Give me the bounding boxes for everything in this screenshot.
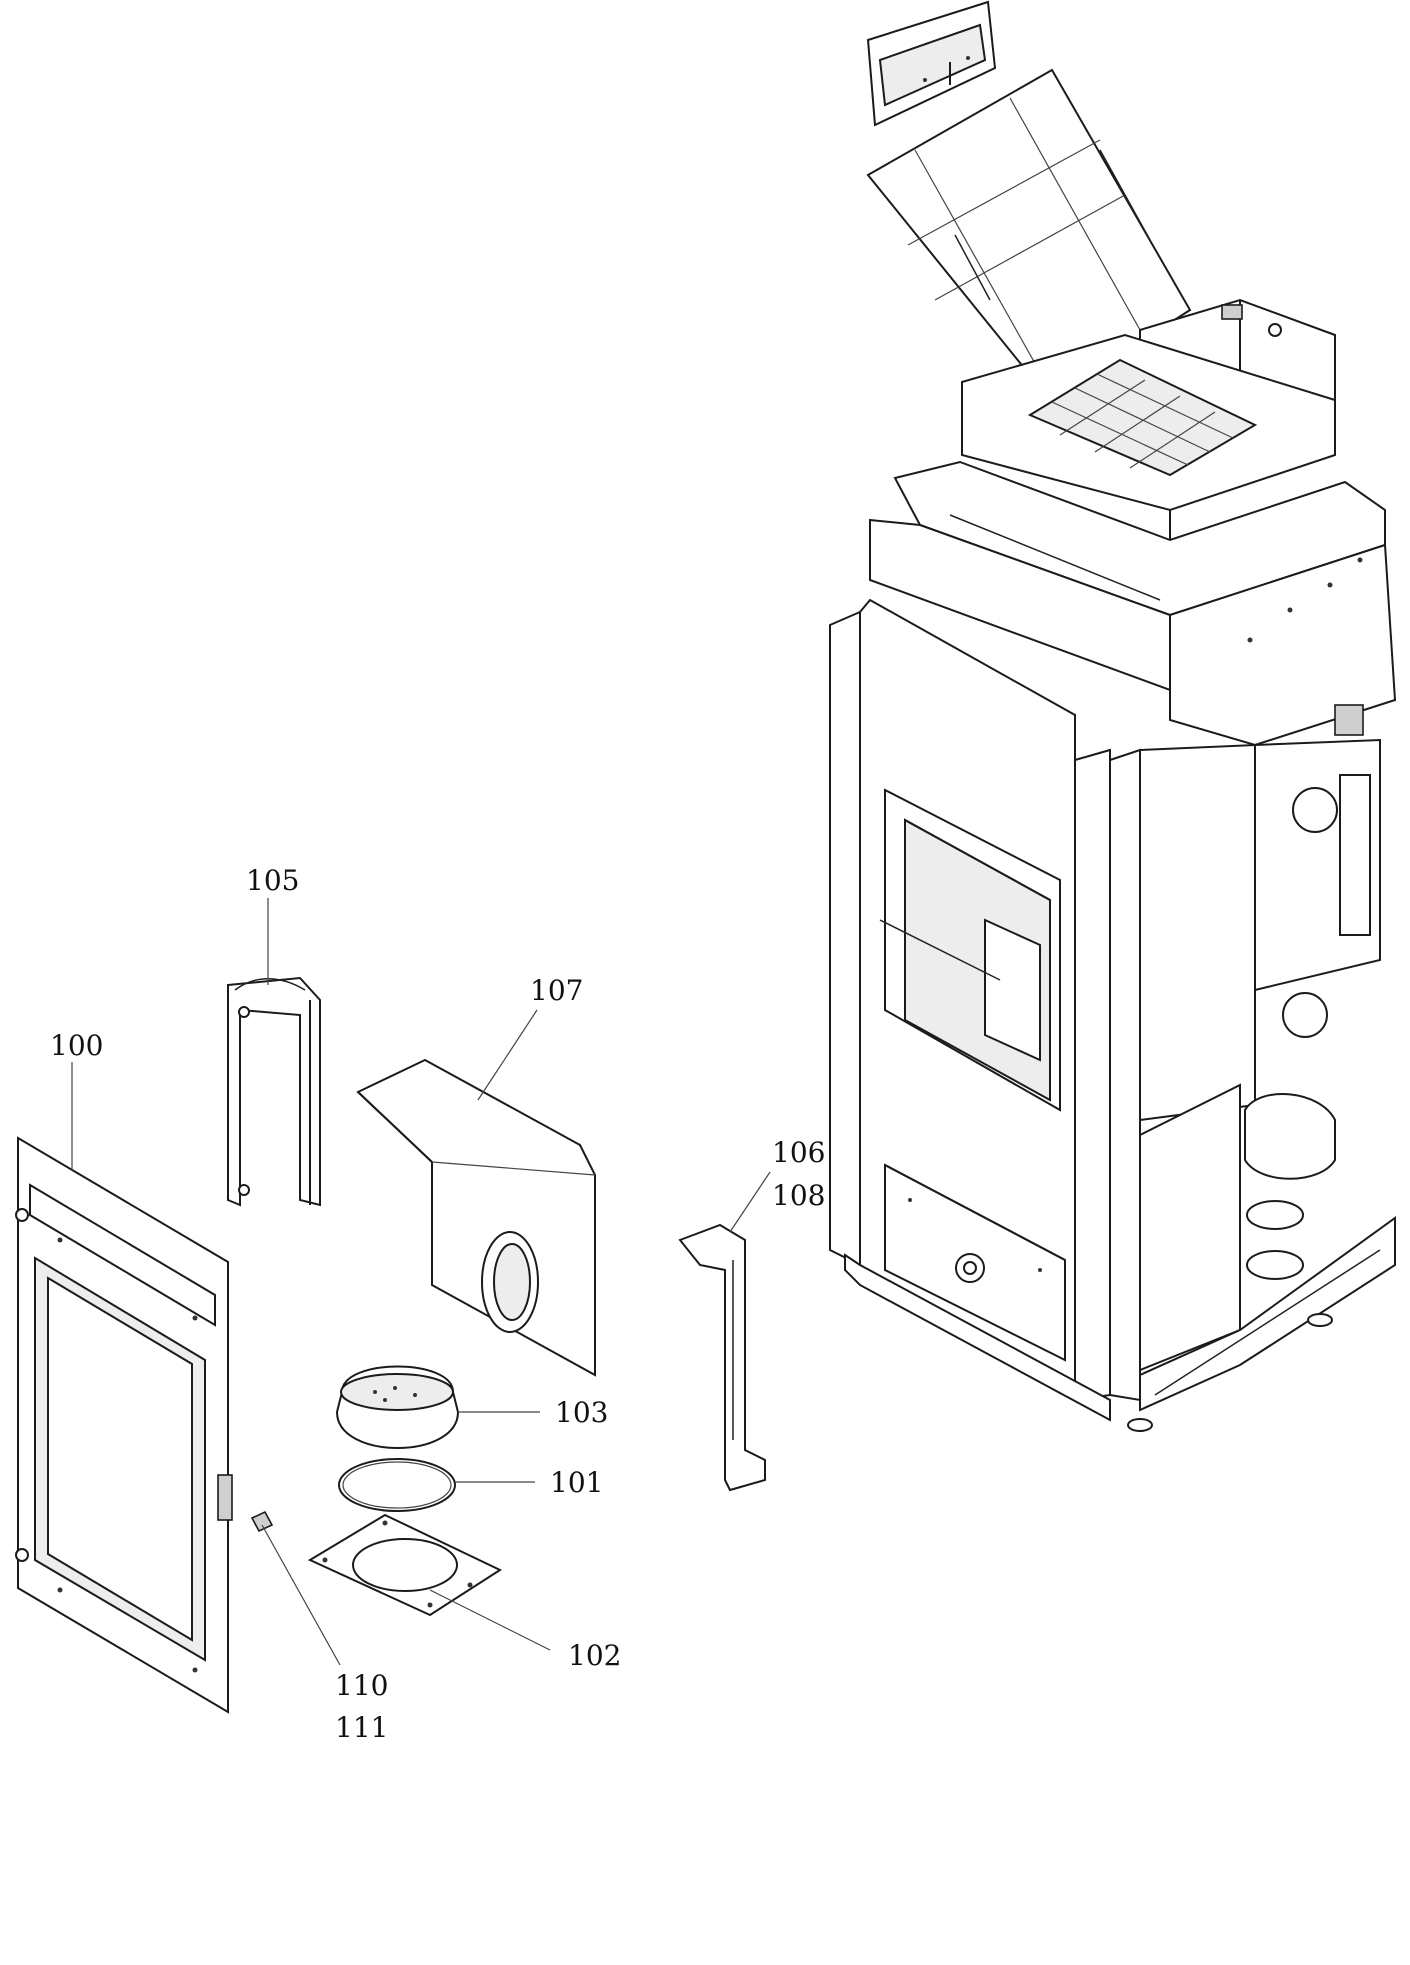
callout-105: 105 (246, 864, 299, 897)
callout-103: 103 (555, 1396, 608, 1429)
part-106-108-profile (678, 1223, 766, 1492)
callout-labels: 100 105 107 106 108 103 101 102 110 111 (50, 864, 825, 1744)
upper-body-part (869, 460, 1397, 747)
callout-110: 110 (335, 1669, 388, 1702)
hopper-grid-part (961, 333, 1336, 570)
stove-body-assembly (829, 0, 1397, 1432)
display-panel-part (866, 0, 997, 127)
part-102-plate (307, 1513, 503, 1617)
cabinet-base-part (844, 1253, 1333, 1432)
internal-components-part (1139, 704, 1396, 1412)
part-103-brazier (335, 1365, 460, 1449)
hopper-lid-part (866, 68, 1192, 402)
callout-100: 100 (50, 1029, 103, 1062)
part-100-door (15, 1136, 233, 1714)
callout-102: 102 (568, 1639, 621, 1672)
leader-lines (71, 898, 771, 1666)
part-101-gasket (338, 1458, 456, 1512)
part-110-111-screw (250, 1510, 274, 1533)
callout-111: 111 (335, 1711, 388, 1744)
part-107-deflector (356, 1058, 596, 1377)
callout-108: 108 (772, 1179, 825, 1212)
part-105-side-profile (227, 976, 321, 1207)
callout-106: 106 (772, 1136, 825, 1169)
callout-101: 101 (550, 1466, 603, 1499)
callout-107: 107 (530, 974, 583, 1007)
cabinet-frame-part (829, 598, 1141, 1402)
